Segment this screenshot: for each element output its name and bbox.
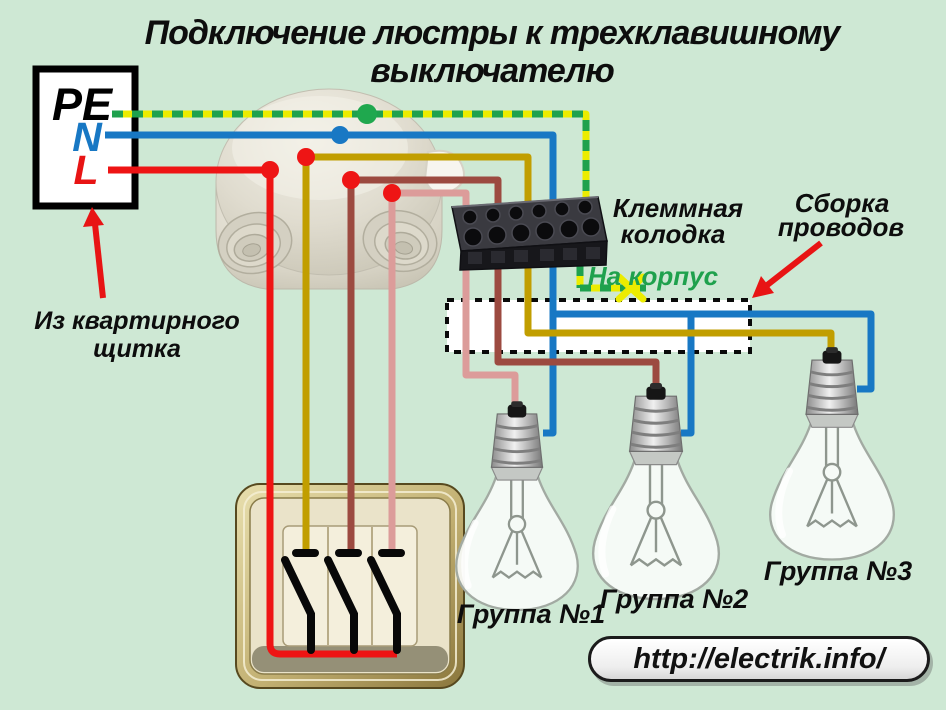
phase-corner-dot [261, 161, 279, 179]
from-panel-caption-line1: Из квартирного [34, 307, 240, 335]
from-panel-caption-line2: щитка [93, 335, 181, 363]
neutral-branch-bulb1 [543, 314, 557, 437]
to-body-caption: На корпус [587, 261, 719, 291]
arrow-to-panel-head [83, 207, 104, 227]
pe-junction-dot [357, 104, 377, 124]
junction-box [215, 88, 465, 290]
switch-blade-2[interactable] [324, 556, 358, 654]
switch-wire-pink [388, 189, 519, 551]
wires [105, 110, 875, 658]
brown-corner-dot [342, 171, 360, 189]
junction-dots [261, 104, 401, 202]
pink-corner-dot [383, 184, 401, 202]
arrow-to-bundle [764, 240, 823, 289]
olive-corner-dot [297, 148, 315, 166]
watermark-badge[interactable]: http://electrik.info/ [588, 636, 930, 682]
terminal-caption-line2: колодка [620, 219, 726, 249]
wire-bundle-box [445, 298, 752, 354]
terminal-holes [462, 199, 601, 247]
neutral-wire [105, 131, 875, 437]
pe-wire-dashes [112, 110, 646, 292]
group2-label: Группа №2 [599, 584, 749, 614]
switch-blade-3[interactable] [367, 556, 401, 654]
group1-label: Группа №1 [456, 599, 606, 629]
terminal-caption-line1: Клеммная [612, 193, 744, 223]
arrow-to-panel [92, 223, 106, 299]
bulb-group-2 [593, 383, 719, 599]
group3-label: Группа №3 [763, 556, 913, 586]
terminal-front-slots [468, 247, 600, 264]
switch-wire-olive [302, 153, 835, 551]
bundle-caption-line1: Сборка [794, 188, 890, 218]
page-title-line2: выключателю [370, 52, 614, 90]
switch-wire-brown [347, 176, 660, 551]
bulb-group-3 [770, 347, 894, 559]
arrow-to-bundle-head [752, 276, 774, 298]
terminal-block [451, 196, 608, 271]
bundle-caption-line2: проводов [777, 212, 905, 242]
page-title-line1: Подключение люстры к трехклавишному [144, 14, 841, 52]
switch-blade-1[interactable] [281, 556, 315, 654]
chassis-connection-x-mark [615, 273, 647, 303]
pe-label: PE [51, 79, 113, 130]
watermark-url[interactable]: http://electrik.info/ [633, 642, 885, 675]
bulb-group-1 [456, 401, 578, 610]
neutral-branch-bulb2 [681, 314, 695, 437]
n-label: N [72, 114, 102, 160]
phase-wire [108, 166, 397, 658]
junction-box-nozzle-right [362, 209, 438, 273]
switch-blade-symbols [281, 549, 405, 654]
neutral-junction-dot [331, 126, 349, 144]
three-key-switch [235, 483, 465, 689]
annotation-arrows [83, 207, 823, 299]
l-label: L [73, 147, 99, 193]
